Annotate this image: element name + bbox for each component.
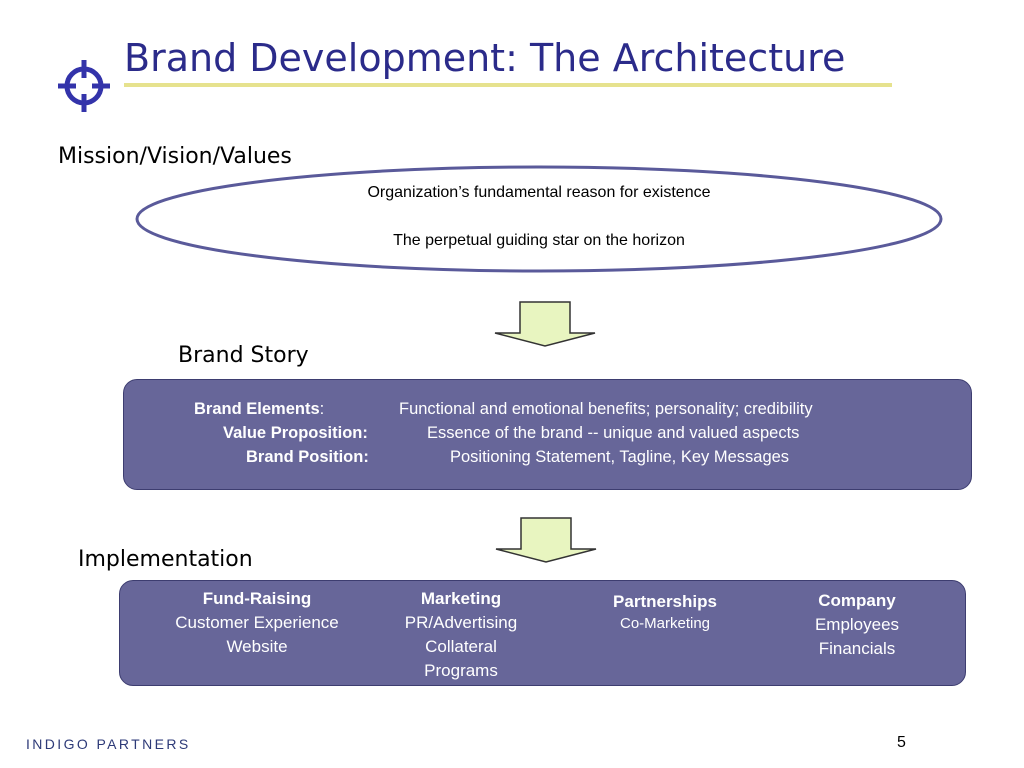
column-heading: Company — [818, 591, 896, 610]
column-item: Collateral — [425, 637, 497, 656]
down-arrow-icon — [494, 301, 596, 347]
vision-statement: The perpetual guiding star on the horizo… — [393, 232, 685, 249]
page-number: 5 — [897, 734, 906, 751]
column-item: PR/Advertising — [404, 613, 518, 632]
value-proposition-key: Value Proposition: — [223, 424, 368, 442]
implementation-box: Fund-Raising Customer Experience Website… — [119, 580, 966, 686]
indigo-partners-logo: INDIGO PARTNERS — [26, 736, 191, 752]
brand-story-label: Brand Story — [178, 343, 309, 368]
mission-statement: Organization’s fundamental reason for ex… — [367, 184, 711, 201]
column-item: Co-Marketing — [619, 615, 711, 632]
column-item: Website — [226, 637, 288, 656]
brand-position-row: Brand Position: — [246, 448, 369, 467]
value-proposition-value: Essence of the brand -- unique and value… — [427, 424, 800, 442]
mission-ellipse — [135, 165, 943, 273]
title-underline — [124, 83, 892, 87]
brand-story-box: Brand Elements: Functional and emotional… — [123, 379, 972, 490]
implementation-label: Implementation — [78, 547, 253, 572]
partnerships-column: Partnerships Co-Marketing — [580, 590, 750, 634]
column-heading: Partnerships — [613, 592, 717, 611]
brand-elements-sep: : — [319, 400, 325, 418]
brand-elements-key: Brand Elements — [194, 400, 320, 418]
column-heading: Marketing — [420, 589, 502, 608]
column-item: Financials — [818, 639, 896, 658]
marketing-column: Marketing PR/Advertising Collateral Prog… — [376, 587, 546, 683]
crosshair-logo-icon — [58, 60, 110, 112]
brand-elements-row: Brand Elements: — [194, 400, 324, 419]
column-item: Programs — [424, 661, 498, 680]
company-column: Company Employees Financials — [782, 589, 932, 661]
column-item: Customer Experience — [175, 613, 339, 632]
mission-vision-values-label: Mission/Vision/Values — [58, 144, 292, 169]
slide-title: Brand Development: The Architecture — [124, 36, 846, 80]
down-arrow-icon — [495, 517, 597, 563]
value-proposition-row: Value Proposition: — [223, 424, 368, 443]
column-heading: Fund-Raising — [202, 589, 312, 608]
fund-raising-column: Fund-Raising Customer Experience Website — [147, 587, 367, 659]
brand-elements-value: Functional and emotional benefits; perso… — [399, 400, 813, 418]
brand-position-key: Brand Position: — [246, 448, 369, 466]
column-item: Employees — [814, 615, 900, 634]
brand-position-value: Positioning Statement, Tagline, Key Mess… — [450, 448, 790, 466]
